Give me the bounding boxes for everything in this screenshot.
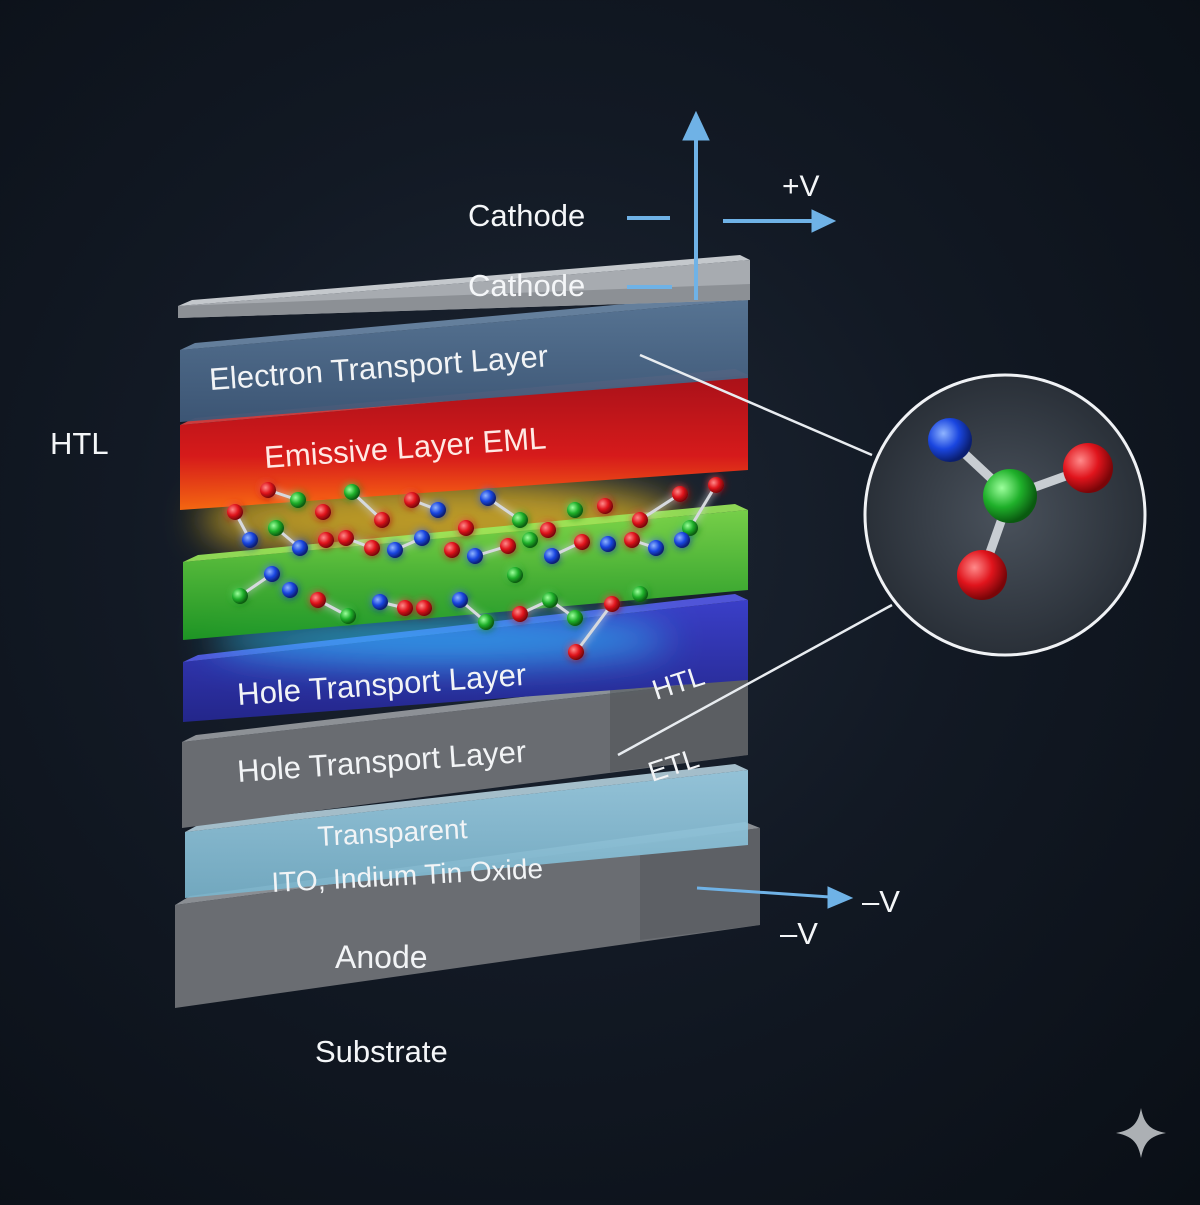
molecule-atom [672, 486, 688, 502]
etl-layer [180, 294, 748, 422]
molecule-atom [414, 530, 430, 546]
molecule-atom [522, 532, 538, 548]
atom-blue [928, 418, 972, 462]
molecule-atom [708, 477, 724, 493]
molecule-atom [540, 522, 556, 538]
molecule-atom [597, 498, 613, 514]
arrow-right-icon-bottom [827, 886, 854, 909]
cathode-plate-label: Cathode [468, 268, 585, 303]
atom-red [957, 550, 1007, 600]
molecule-atom [567, 502, 583, 518]
molecule-atom [682, 520, 698, 536]
plus-v-label: +V [782, 170, 820, 203]
sparkle-star-icon [1116, 1108, 1166, 1158]
zoom-molecule [928, 418, 1113, 600]
molecule-atom [374, 512, 390, 528]
cathode-top-label: Cathode [468, 198, 585, 233]
molecule-bond [574, 603, 614, 653]
arrow-up-icon [682, 110, 710, 141]
molecule-atom [544, 548, 560, 564]
molecule-atom [372, 594, 388, 610]
molecules-cluster [227, 477, 724, 660]
callout-line-bottom [617, 603, 893, 757]
htl-left-label: HTL [50, 426, 109, 461]
molecule-atom [290, 492, 306, 508]
molecule-atom [507, 567, 523, 583]
molecule-atom [397, 600, 413, 616]
substrate-label: Substrate [315, 1034, 448, 1069]
molecule-atom [416, 600, 432, 616]
molecule-atom [227, 504, 243, 520]
molecule-atom [458, 520, 474, 536]
molecule-atom [500, 538, 516, 554]
molecule-atom [430, 502, 446, 518]
molecule-atom [467, 548, 483, 564]
callout-line-top [639, 353, 873, 457]
molecule-atom [567, 610, 583, 626]
molecule-atom [568, 644, 584, 660]
anode-label: Anode [335, 939, 428, 975]
molecule-atom [404, 492, 420, 508]
molecule-atom [600, 536, 616, 552]
molecule-atom [480, 490, 496, 506]
molecule-atom [624, 532, 640, 548]
molecule-atom [512, 606, 528, 622]
voltage-arrow-bottom [696, 886, 854, 909]
molecule-atom [310, 592, 326, 608]
molecule-atom [264, 566, 280, 582]
molecule-bond [688, 484, 718, 529]
voltage-arrows-top [627, 110, 837, 300]
minus-v-arrow-shaft [696, 886, 831, 899]
atom-green [983, 469, 1037, 523]
molecule-atom [648, 540, 664, 556]
molecule-atom [318, 532, 334, 548]
cathode-plate [178, 255, 750, 318]
zoom-callout-lines [617, 353, 893, 757]
molecule-atom [674, 532, 690, 548]
molecule-atom [344, 484, 360, 500]
zoom-circle [863, 373, 1147, 657]
molecule-atom [387, 542, 403, 558]
molecule-atom [292, 540, 308, 556]
molecule-atom [574, 534, 590, 550]
molecule-atom [632, 586, 648, 602]
minus-v-arrow-label: –V [862, 884, 900, 919]
molecule-atom [444, 542, 460, 558]
molecule-atom [340, 608, 356, 624]
molecule-atom [260, 482, 276, 498]
molecule-atom [604, 596, 620, 612]
molecule-atom [242, 532, 258, 548]
molecule-atom [478, 614, 494, 630]
molecule-atom [364, 540, 380, 556]
molecule-atom [542, 592, 558, 608]
arrow-right-icon [811, 209, 837, 233]
molecule-atom [315, 504, 331, 520]
ito-layer [185, 764, 748, 898]
molecule-atom [452, 592, 468, 608]
molecule-atom [512, 512, 528, 528]
minus-v-label: –V [780, 916, 818, 951]
atom-red [1063, 443, 1113, 493]
molecule-atom [338, 530, 354, 546]
molecule-atom [632, 512, 648, 528]
molecule-atom [282, 582, 298, 598]
molecule-atom [232, 588, 248, 604]
molecule-atom [268, 520, 284, 536]
